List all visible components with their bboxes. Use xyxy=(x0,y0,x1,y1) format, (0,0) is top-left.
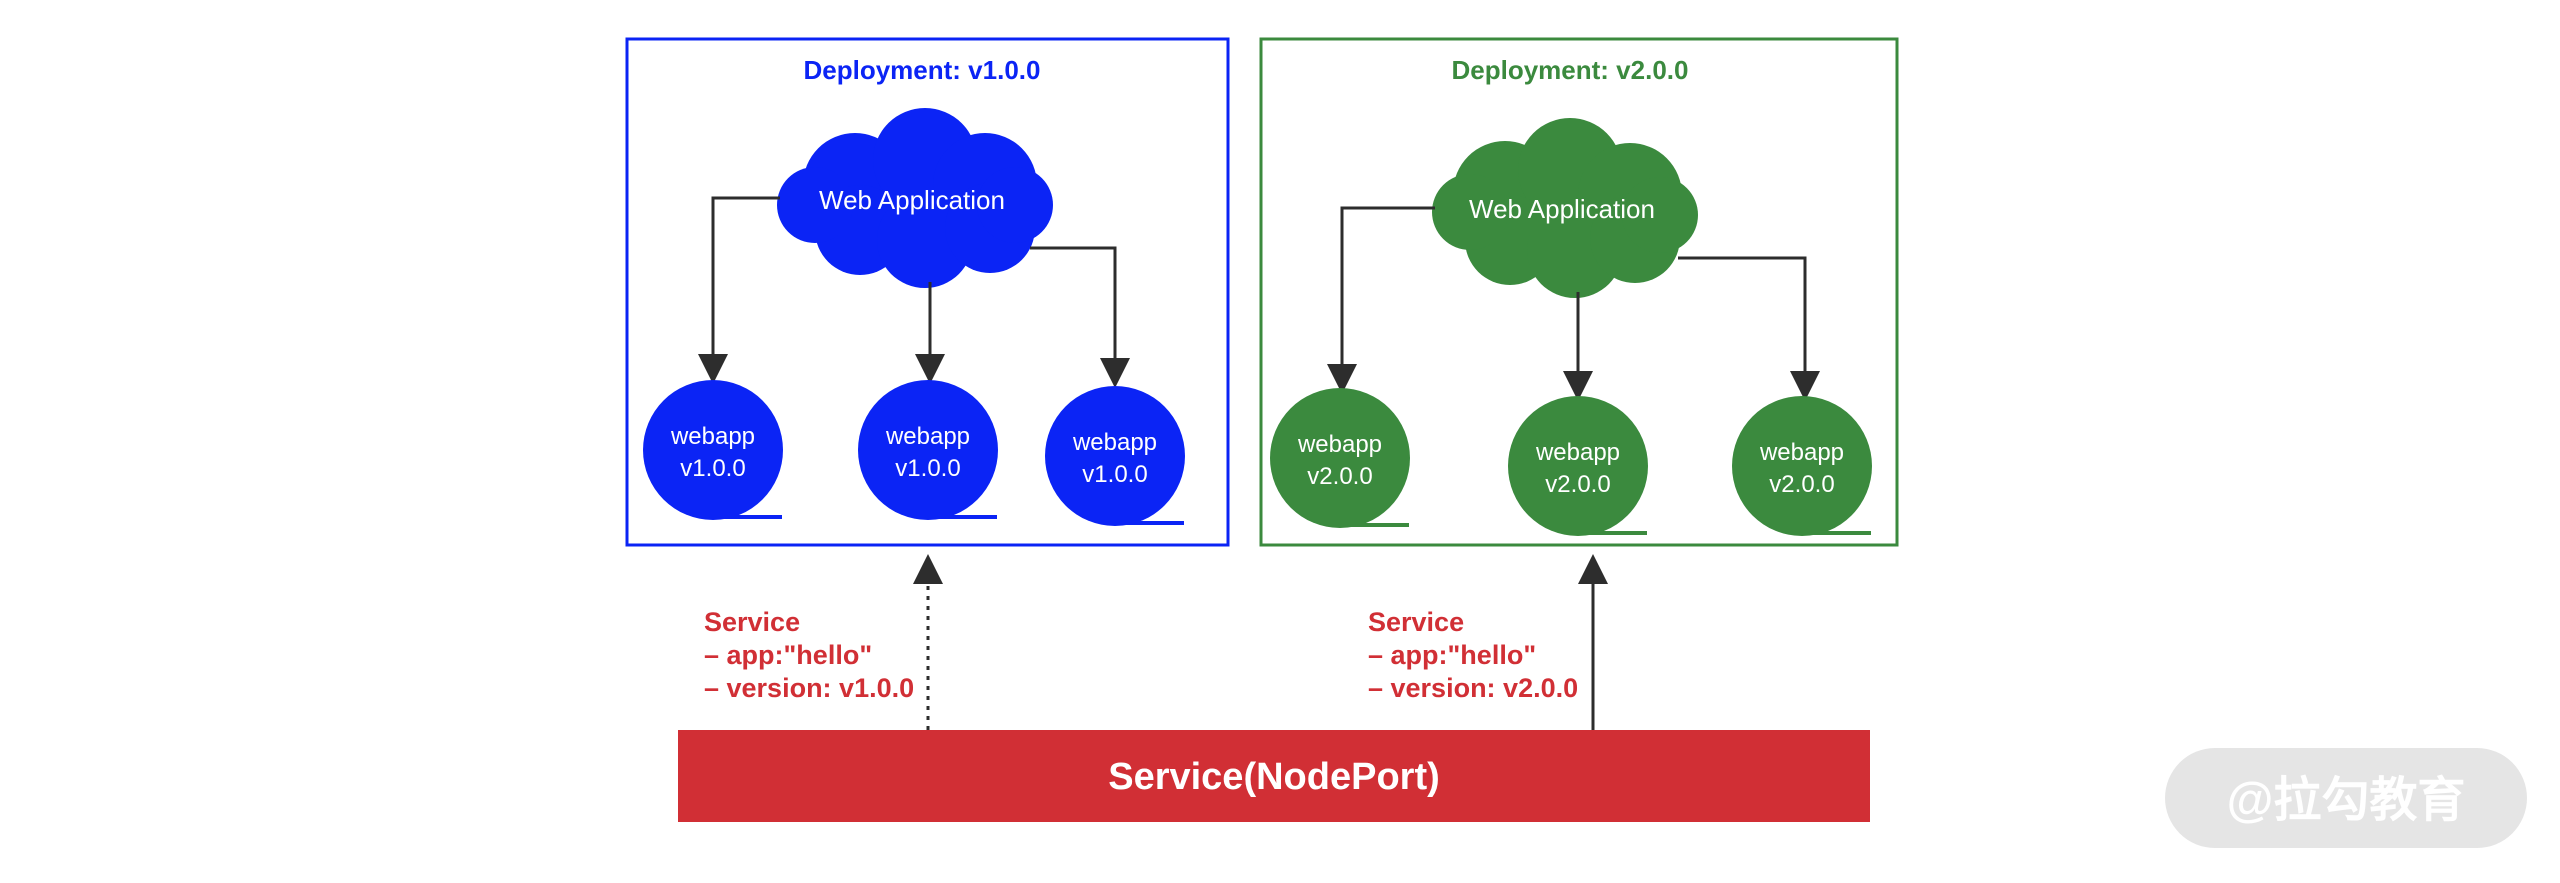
pod-v2-1-name: webapp xyxy=(1297,431,1382,458)
cloud-to-pod-arrows-v1 xyxy=(698,196,1130,388)
service-note-v2-title: Service xyxy=(1368,607,1464,637)
web-application-cloud-v1 xyxy=(777,108,1053,288)
pod-v2-2-name: webapp xyxy=(1535,439,1620,466)
web-application-label-v2: Web Application xyxy=(1469,194,1655,224)
pod-v1-1-name: webapp xyxy=(670,423,755,450)
pod-v1-3-version: v1.0.0 xyxy=(1082,461,1147,488)
pod-v1-2: webapp v1.0.0 xyxy=(858,380,998,520)
deployment-v2-title: Deployment: v2.0.0 xyxy=(1452,55,1689,85)
pod-v2-2: webapp v2.0.0 xyxy=(1508,396,1648,536)
pod-v1-3-name: webapp xyxy=(1072,429,1157,456)
deployment-v2-box xyxy=(1259,37,1899,547)
web-application-cloud-v2 xyxy=(1432,118,1698,298)
pod-v2-3: webapp v2.0.0 xyxy=(1732,396,1872,536)
web-application-label-v1: Web Application xyxy=(819,185,1005,215)
pod-v2-1: webapp v2.0.0 xyxy=(1270,388,1410,528)
pod-v1-1: webapp v1.0.0 xyxy=(643,380,783,520)
service-note-v1-title: Service xyxy=(704,607,800,637)
service-nodeport-label: Service(NodePort) xyxy=(1108,756,1440,798)
watermark-text: @拉勾教育 xyxy=(2227,774,2466,827)
service-to-deployment-arrows xyxy=(913,554,1608,730)
pod-v2-3-name: webapp xyxy=(1759,439,1844,466)
service-note-v1: Service – app:"hello" – version: v1.0.0 xyxy=(704,607,914,703)
service-note-v2-version: – version: v2.0.0 xyxy=(1368,673,1578,703)
service-note-v1-app: – app:"hello" xyxy=(704,640,872,670)
service-note-v2: Service – app:"hello" – version: v2.0.0 xyxy=(1368,607,1578,703)
deployment-v1-title: Deployment: v1.0.0 xyxy=(804,55,1041,85)
deployment-v1-box xyxy=(625,37,1230,547)
pod-v1-2-name: webapp xyxy=(885,423,970,450)
pod-v1-3: webapp v1.0.0 xyxy=(1045,386,1185,526)
service-note-v1-version: – version: v1.0.0 xyxy=(704,673,914,703)
watermark: @拉勾教育 xyxy=(2165,748,2527,848)
pod-v2-3-version: v2.0.0 xyxy=(1769,471,1834,498)
pod-v2-2-version: v2.0.0 xyxy=(1545,471,1610,498)
service-nodeport-bar: Service(NodePort) xyxy=(678,730,1870,822)
service-note-v2-app: – app:"hello" xyxy=(1368,640,1536,670)
pod-v2-1-version: v2.0.0 xyxy=(1307,463,1372,490)
cloud-to-pod-arrows-v2 xyxy=(1327,206,1820,401)
pod-v1-1-version: v1.0.0 xyxy=(680,455,745,482)
pod-v1-2-version: v1.0.0 xyxy=(895,455,960,482)
deployment-v1-group: Deployment: v1.0.0 Web Application webap… xyxy=(625,37,1230,547)
deployment-v2-group: Deployment: v2.0.0 Web Application webap… xyxy=(1259,37,1899,547)
